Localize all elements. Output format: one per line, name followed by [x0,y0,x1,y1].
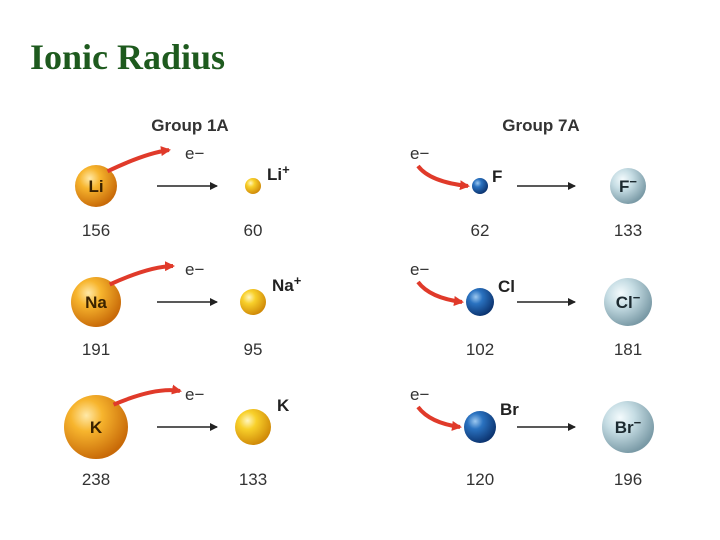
atom-cl-sphere [466,288,494,316]
ion-cl-radius: 181 [614,340,642,359]
atom-br-sphere [464,411,496,443]
electron-label: e− [410,144,429,163]
atom-f-symbol: F [492,167,502,186]
atom-cl-symbol: Cl [498,277,515,296]
electron-loss-arrow [112,384,182,407]
atom-f-sphere [472,178,488,194]
ion-f-symbol: F− [619,174,637,196]
atom-na-sphere [71,277,121,327]
atom-f-radius: 62 [471,221,490,240]
atom-li-radius: 156 [82,221,110,240]
electron-loss-arrow [108,261,175,287]
ion-k-sphere [235,409,271,445]
electron-label: e− [185,144,204,163]
ion-k-radius: 133 [239,470,267,489]
atom-li-sphere [75,165,117,207]
atom-k-radius: 238 [82,470,110,489]
group-7a-heading: Group 7A [502,116,579,135]
ion-br-sphere [602,401,654,453]
electron-loss-arrow [106,146,171,174]
ion-br-symbol: Br− [615,415,642,437]
ion-na-radius: 95 [244,340,263,359]
electron-gain-arrow [416,164,470,191]
ion-br-radius: 196 [614,470,642,489]
ion-cl-sphere [604,278,652,326]
page-title: Ionic Radius [30,37,226,77]
ion-na-symbol: Na+ [272,273,302,295]
atom-br-symbol: Br [500,400,519,419]
atom-k-symbol: K [90,418,103,437]
ion-k-symbol: K [277,396,290,415]
ion-li-sphere [245,178,261,194]
atom-br-radius: 120 [466,470,494,489]
electron-label: e− [185,385,204,404]
atom-na-symbol: Na [85,293,107,312]
electron-label: e− [410,260,429,279]
ion-li-symbol: Li+ [267,162,290,184]
electron-label: e− [185,260,204,279]
ion-f-sphere [610,168,646,204]
ion-li-radius: 60 [244,221,263,240]
electron-gain-arrow [416,280,464,306]
atom-cl-radius: 102 [466,340,494,359]
atom-k-sphere [64,395,128,459]
ion-na-sphere [240,289,266,315]
ion-cl-symbol: Cl− [616,290,641,312]
group-1a-heading: Group 1A [151,116,228,135]
atom-li-symbol: Li [88,177,103,196]
electron-gain-arrow [416,405,462,431]
atom-na-radius: 191 [82,340,110,359]
electron-label: e− [410,385,429,404]
ion-f-radius: 133 [614,221,642,240]
